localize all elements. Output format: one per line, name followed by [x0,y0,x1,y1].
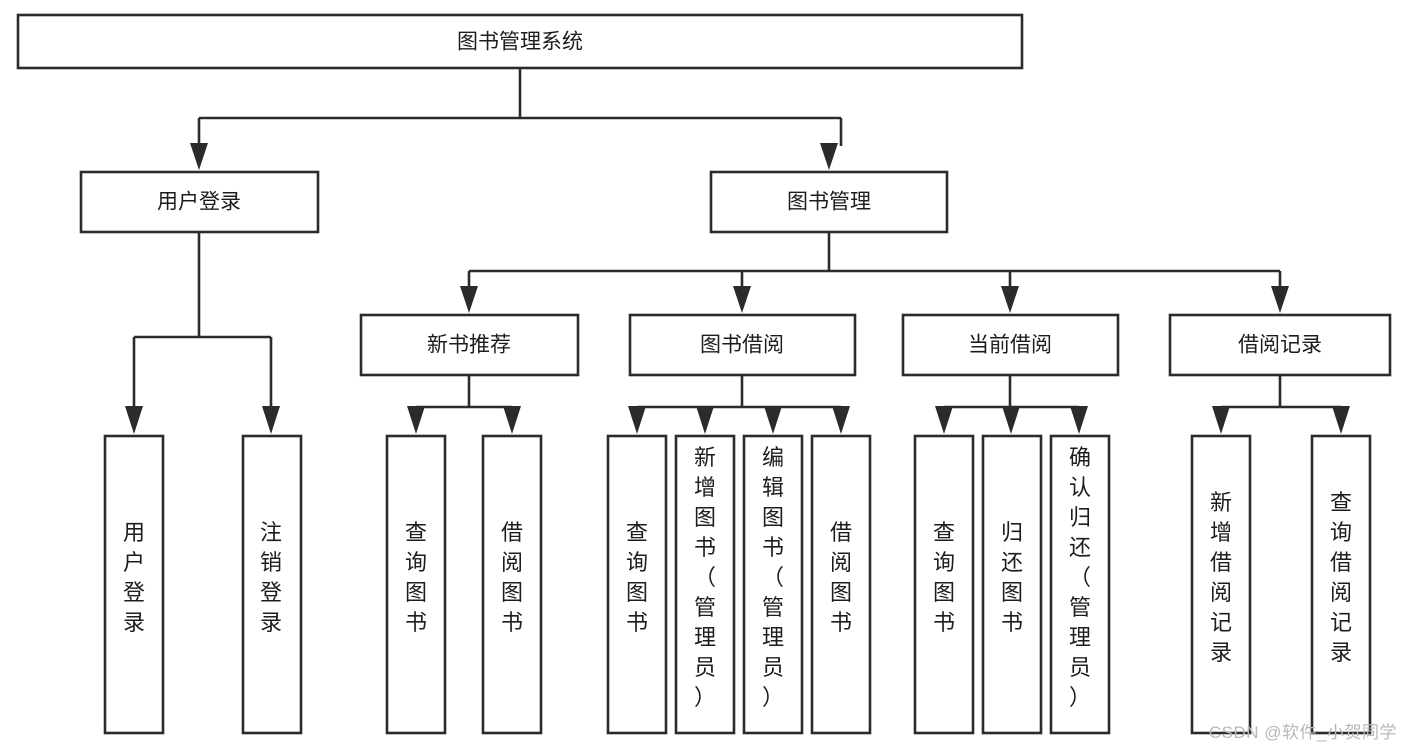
node-root-label: 图书管理系统 [457,31,583,54]
connector-currentborrow-to-leaves [935,375,1088,434]
node-book-borrow[interactable]: 图书借阅 [628,313,857,377]
leaf-label: 查询图书 [405,520,427,635]
leaf-node[interactable]: 确认归还（管理员） [1049,434,1111,735]
leaf-label: 借阅图书 [501,520,523,635]
node-user-login-label: 用户登录 [157,191,241,214]
leaf-label: 查询图书 [626,520,648,635]
leaf-node[interactable]: 查询图书 [385,434,447,735]
node-borrow-record[interactable]: 借阅记录 [1168,313,1392,377]
connector-bookmgmt-to-level3 [460,232,1289,313]
node-current-borrow-label: 当前借阅 [968,334,1052,357]
leaf-node[interactable]: 注销登录 [241,434,303,735]
leaf-node[interactable]: 借阅图书 [481,434,543,735]
leaf-node[interactable]: 查询图书 [913,434,975,735]
leaf-node[interactable]: 新增图书（管理员） [674,434,736,735]
leaf-node[interactable]: 借阅图书 [810,434,872,735]
node-book-borrow-label: 图书借阅 [700,334,784,357]
leaf-label: 编辑图书（管理员） [762,445,784,710]
leaf-label: 查询图书 [933,520,955,635]
leaf-label: 借阅图书 [830,520,852,635]
node-root[interactable]: 图书管理系统 [16,13,1024,70]
leaf-label: 查询借阅记录 [1330,490,1352,665]
connector-newbook-to-leaves [407,375,521,434]
connector-bookborrow-to-leaves [628,375,850,434]
node-current-borrow[interactable]: 当前借阅 [901,313,1120,377]
leaf-label: 用户登录 [123,520,145,635]
leaf-label: 新增借阅记录 [1210,490,1232,665]
leaf-node[interactable]: 归还图书 [981,434,1043,735]
node-user-login[interactable]: 用户登录 [79,170,320,234]
node-new-book-recommend[interactable]: 新书推荐 [359,313,580,377]
leaf-label: 注销登录 [260,520,282,635]
leaf-node[interactable]: 编辑图书（管理员） [742,434,804,735]
leaf-label: 归还图书 [1001,520,1023,635]
leaf-node[interactable]: 查询借阅记录 [1310,434,1372,735]
csdn-watermark: CSDN @软件_小贺同学 [1208,723,1397,742]
leaf-node[interactable]: 查询图书 [606,434,668,735]
leaf-label: 新增图书（管理员） [694,445,716,710]
node-borrow-record-label: 借阅记录 [1238,334,1322,357]
node-book-management[interactable]: 图书管理 [709,170,949,234]
node-book-management-label: 图书管理 [787,191,871,214]
node-new-book-recommend-label: 新书推荐 [427,334,511,357]
leaf-label: 确认归还（管理员） [1069,445,1091,710]
connector-borrowrecord-to-leaves [1212,375,1350,434]
connector-root-to-level2 [190,68,843,170]
leaf-node[interactable]: 新增借阅记录 [1190,434,1252,735]
connector-userlogin-to-leaves [125,232,280,434]
leaf-node[interactable]: 用户登录 [103,434,165,735]
